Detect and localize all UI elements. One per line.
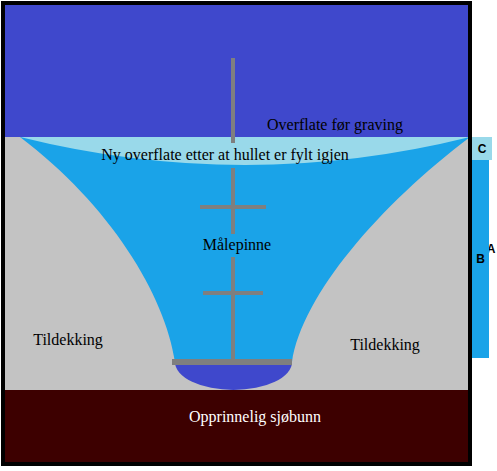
sea-water (3, 3, 470, 137)
hole-bottom (175, 362, 292, 390)
surface-label: Overflate før graving (267, 116, 403, 134)
dimension-letter: B (476, 253, 485, 265)
surface-label: Ny overflate etter at hullet er fylt igj… (101, 146, 348, 164)
layer-label: Tildekking (33, 331, 103, 349)
frame (3, 3, 470, 464)
measuring-rod (172, 58, 292, 362)
dimension-box: B (472, 160, 489, 358)
cover-layer (3, 137, 470, 390)
layer-label: Opprinnelig sjøbunn (189, 408, 321, 426)
dimension-letter: C (478, 143, 487, 155)
layer-label: Tildekking (350, 336, 420, 354)
rod-label: Målepinne (203, 236, 271, 254)
filled-hole (20, 137, 470, 362)
dimension-box: C (472, 137, 492, 160)
sea-bed (3, 390, 470, 464)
settled-layer (20, 137, 470, 165)
